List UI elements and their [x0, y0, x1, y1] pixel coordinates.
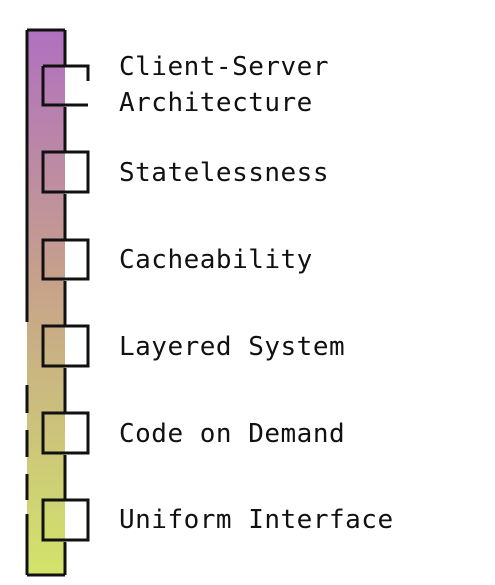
bracket-connectors — [41, 64, 90, 542]
label-uniform-interface: Uniform Interface — [119, 505, 394, 535]
connector-client-server — [41, 64, 90, 107]
gradient-bar — [27, 30, 65, 575]
label-statelessness: Statelessness — [119, 158, 329, 188]
label-code-on-demand: Code on Demand — [119, 419, 346, 449]
label-client-server-line2: Architecture — [119, 88, 313, 118]
connector-statelessness — [41, 150, 90, 194]
label-client-server-line1: Client-Server — [119, 52, 329, 82]
bar-outline — [25, 28, 67, 577]
connector-cacheability — [41, 238, 90, 281]
connector-code-on-demand — [41, 411, 90, 455]
label-layered-system: Layered System — [119, 332, 346, 362]
connector-layered-system — [41, 324, 90, 368]
label-cacheability: Cacheability — [119, 245, 313, 275]
connector-uniform-interface — [41, 498, 90, 542]
